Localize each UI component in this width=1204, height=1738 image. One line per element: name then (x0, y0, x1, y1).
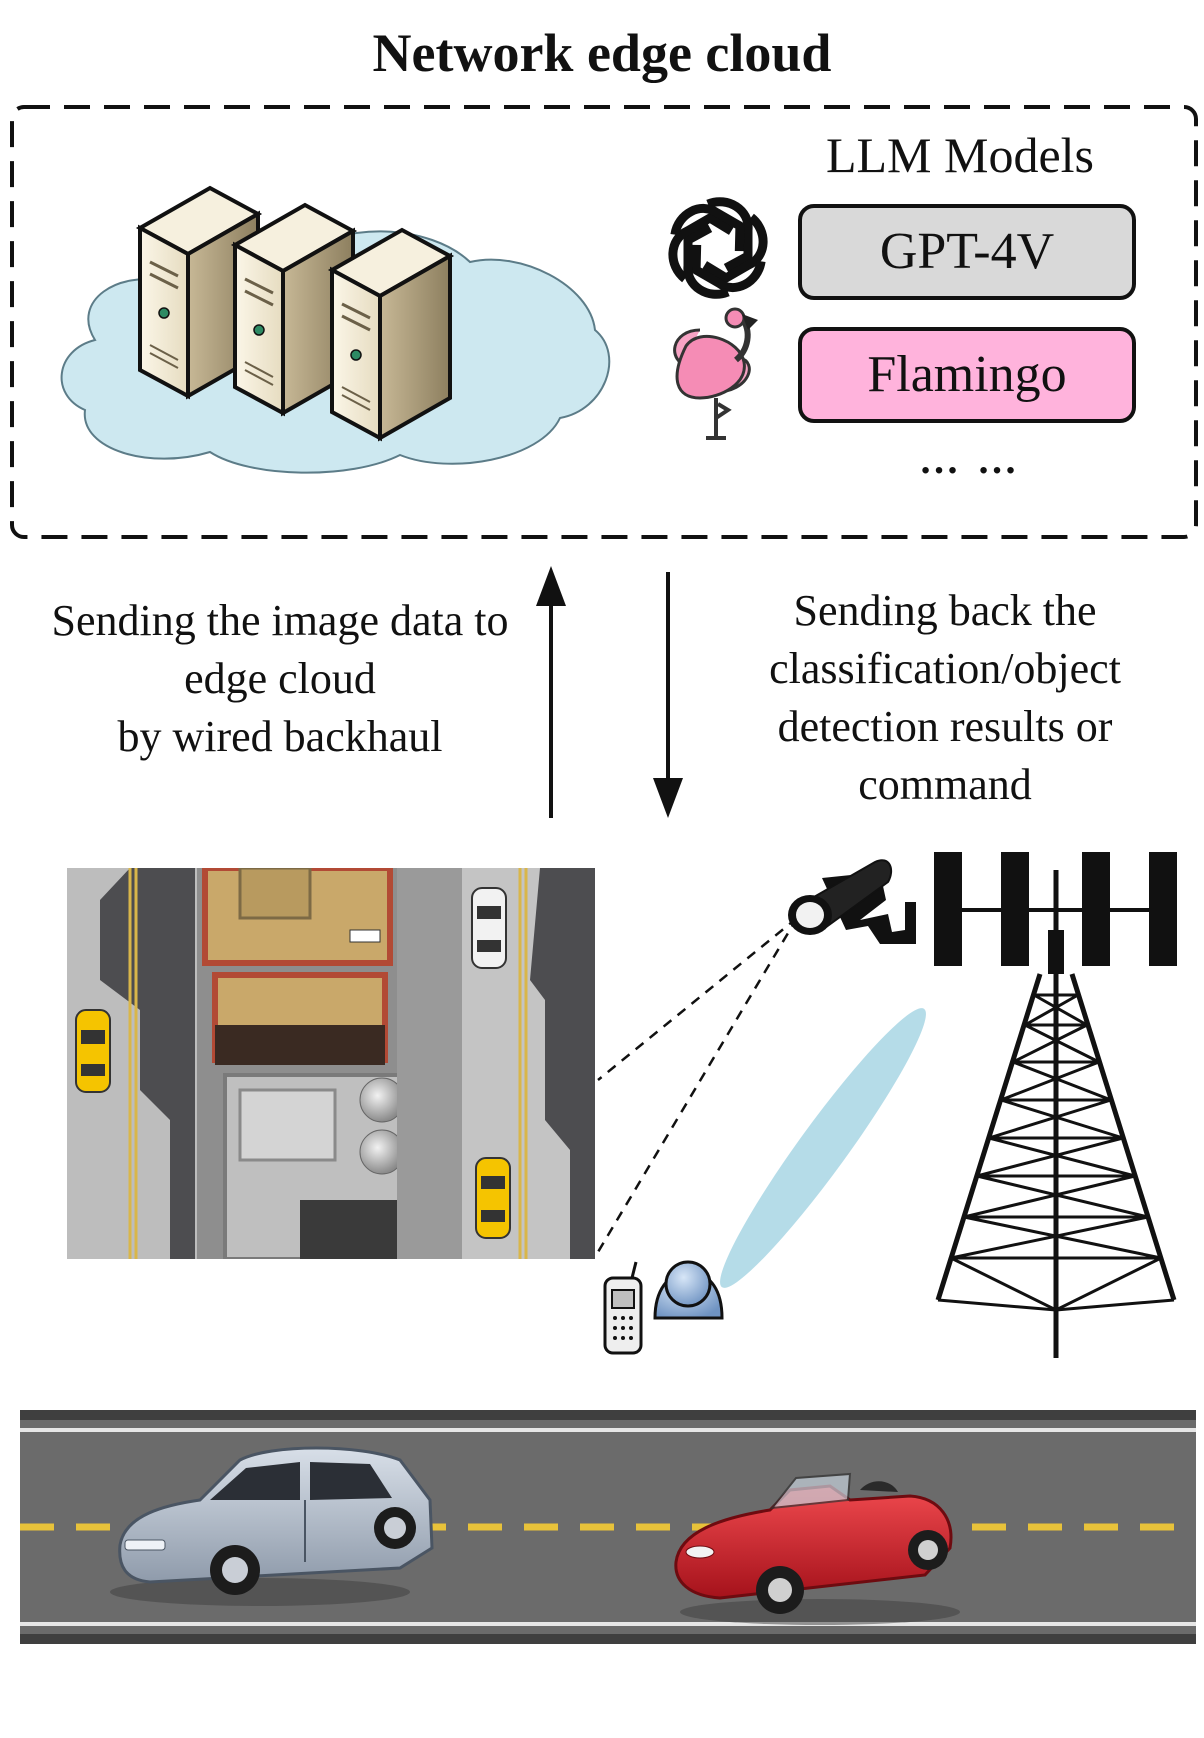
model-box-gpt-4v: GPT-4V (798, 204, 1136, 300)
llm-models-heading: LLM Models (825, 127, 1095, 183)
page-title: Network edge cloud (372, 23, 832, 83)
uplink-caption-line: Sending the image data to (51, 596, 509, 645)
downlink-caption: Sending back the classification/object d… (720, 582, 1170, 814)
downlink-caption-line: command (858, 760, 1032, 809)
models-ellipsis: … … (919, 437, 1021, 482)
server-rack-icon (135, 185, 263, 400)
cell-tower-icon (934, 852, 1177, 1358)
downlink-arrow (653, 572, 683, 818)
aerial-street-image (67, 868, 595, 1259)
cctv-camera-icon (788, 859, 916, 944)
openai-logo-icon (668, 197, 768, 299)
silver-sedan-icon (110, 1446, 434, 1606)
downlink-caption-line: Sending back the (793, 586, 1097, 635)
downlink-caption-line: detection results or (777, 702, 1113, 751)
red-convertible-icon (674, 1472, 960, 1625)
uplink-arrow (536, 566, 566, 818)
downlink-caption-line: classification/object (769, 644, 1121, 693)
edge-cloud-boundary (10, 105, 1198, 539)
model-box-flamingo: Flamingo (798, 327, 1136, 423)
wireless-beam (720, 1008, 926, 1288)
uplink-caption-line: edge cloud (184, 654, 376, 703)
uplink-caption: Sending the image data to edge cloud by … (10, 592, 550, 766)
flamingo-icon (673, 307, 758, 440)
uplink-caption-line: by wired backhaul (117, 712, 443, 761)
user-with-phone-icon (603, 1260, 724, 1355)
server-rack-icon (327, 227, 455, 442)
camera-view-lines (596, 917, 799, 1253)
